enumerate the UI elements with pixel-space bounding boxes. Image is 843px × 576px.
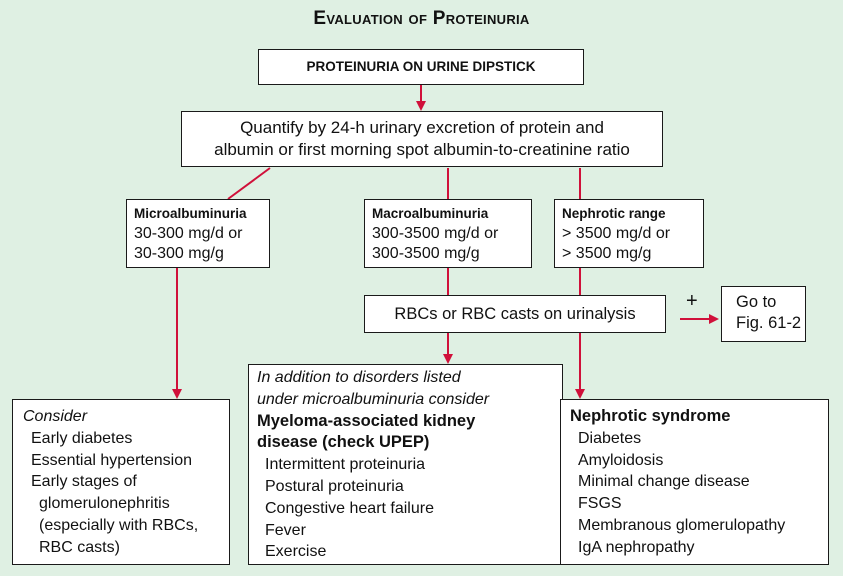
goto-figure-box: Go to Fig. 61-2 [721, 286, 806, 342]
plus-sign: + [686, 290, 698, 312]
goto-line-2: Fig. 61-2 [736, 314, 802, 332]
nephrotic-syndrome-item: Amyloidosis [578, 451, 664, 469]
proteinuria-dipstick-label: PROTEINURIA ON URINE DIPSTICK [306, 59, 536, 74]
macroalbuminuria-line-2: 300-3500 mg/g [372, 245, 480, 262]
consider-heading: Consider [23, 408, 88, 425]
in-addition-intro-2: under microalbuminuria consider [257, 390, 490, 408]
myeloma-heading-1: Myeloma-associated kidney [257, 411, 476, 430]
rbc-casts-label: RBCs or RBC casts on urinalysis [394, 305, 636, 323]
consider-item: (especially with RBCs, [39, 516, 199, 534]
in-addition-item: Congestive heart failure [265, 499, 434, 517]
consider-item: Essential hypertension [31, 451, 192, 469]
microalbuminuria-line-1: 30-300 mg/d or [134, 225, 243, 242]
goto-line-1: Go to [736, 293, 777, 311]
microalbuminuria-box: Microalbuminuria 30-300 mg/d or 30-300 m… [126, 199, 270, 268]
nephrotic-range-heading: Nephrotic range [562, 206, 666, 221]
nephrotic-syndrome-box: Nephrotic syndrome Diabetes Amyloidosis … [560, 399, 829, 565]
line-quantify-to-micro [227, 167, 271, 200]
microalbuminuria-heading: Microalbuminuria [134, 206, 247, 221]
nephrotic-syndrome-item: Minimal change disease [578, 473, 750, 491]
macroalbuminuria-line-1: 300-3500 mg/d or [372, 225, 499, 242]
quantify-line-1: Quantify by 24-h urinary excretion of pr… [240, 118, 604, 137]
macroalbuminuria-heading: Macroalbuminuria [372, 206, 489, 221]
consider-item: Early stages of [31, 473, 137, 491]
nephrotic-syndrome-heading: Nephrotic syndrome [570, 407, 731, 425]
in-addition-item: Exercise [265, 543, 327, 561]
nephrotic-syndrome-item: Diabetes [578, 429, 642, 447]
rbc-casts-box: RBCs or RBC casts on urinalysis [364, 295, 666, 333]
macroalbuminuria-box: Macroalbuminuria 300-3500 mg/d or 300-35… [364, 199, 532, 268]
nephrotic-range-box: Nephrotic range > 3500 mg/d or > 3500 mg… [554, 199, 704, 268]
microalbuminuria-line-2: 30-300 mg/g [134, 245, 224, 262]
myeloma-heading-2: disease (check UPEP) [257, 433, 430, 452]
proteinuria-dipstick-box: PROTEINURIA ON URINE DIPSTICK [258, 49, 584, 85]
in-addition-item: Intermittent proteinuria [265, 456, 426, 474]
nephrotic-syndrome-item: FSGS [578, 495, 622, 513]
diagram-title: Evaluation of Proteinuria [313, 8, 530, 29]
consider-item: glomerulonephritis [39, 495, 170, 513]
nephrotic-syndrome-item: IgA nephropathy [578, 538, 695, 556]
in-addition-intro-1: In addition to disorders listed [257, 369, 461, 386]
in-addition-box: In addition to disorders listed under mi… [248, 364, 563, 565]
consider-item: RBC casts) [39, 538, 120, 556]
consider-box: Consider Early diabetes Essential hypert… [12, 399, 230, 565]
in-addition-item: Postural proteinuria [265, 477, 404, 495]
quantify-line-2: albumin or first morning spot albumin-to… [214, 140, 630, 159]
nephrotic-syndrome-item: Membranous glomerulopathy [578, 516, 786, 534]
quantify-box: Quantify by 24-h urinary excretion of pr… [181, 111, 663, 167]
consider-item: Early diabetes [31, 429, 133, 447]
nephrotic-range-line-2: > 3500 mg/g [562, 245, 652, 262]
in-addition-item: Fever [265, 521, 306, 539]
nephrotic-range-line-1: > 3500 mg/d or [562, 225, 671, 242]
